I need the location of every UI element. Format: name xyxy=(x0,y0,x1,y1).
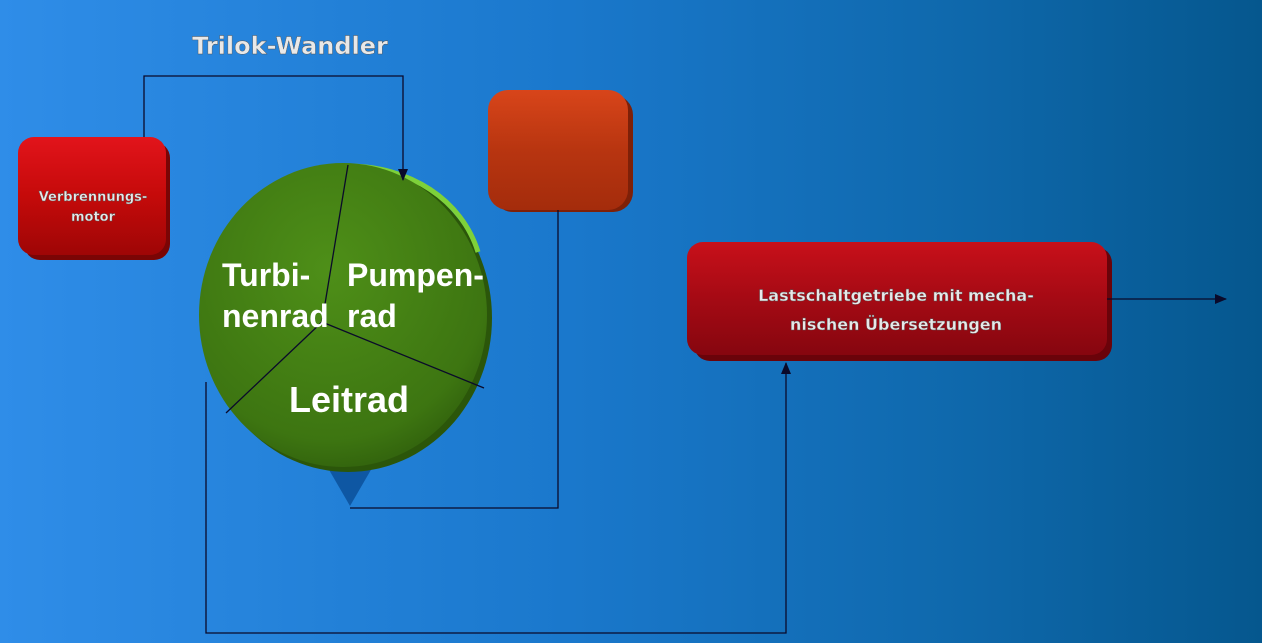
freewheel-block-face xyxy=(488,90,628,210)
freewheel-block xyxy=(488,90,633,212)
turbine-label-line1: Turbi- xyxy=(222,257,310,293)
connector-freewheel-to-stator xyxy=(350,210,559,509)
engine-block-face xyxy=(18,137,166,255)
turbine-label-line2: nenrad xyxy=(222,298,329,334)
stator-marker-triangle xyxy=(328,468,372,506)
diagram-title: Trilok-Wandler xyxy=(192,32,388,60)
connector-turbine-to-gearbox xyxy=(205,362,791,634)
engine-label-line2: motor xyxy=(71,210,116,225)
torque-converter-wheel: Turbi- nenrad Pumpen- rad Leitrad xyxy=(199,163,492,472)
divider-turbine-pump xyxy=(321,164,349,323)
connector-engine-to-pump xyxy=(143,75,408,181)
gearbox-block: Lastschaltgetriebe mit mecha- nischen Üb… xyxy=(687,242,1112,361)
engine-label-line1: Verbrennungs- xyxy=(39,190,148,205)
stator-label: Leitrad xyxy=(289,379,409,420)
gearbox-block-face xyxy=(687,242,1107,355)
divider-pump-stator xyxy=(321,321,485,389)
divider-turbine-stator xyxy=(225,321,323,414)
pump-label-line2: rad xyxy=(347,298,397,334)
gearbox-label-line1: Lastschaltgetriebe mit mecha- xyxy=(758,286,1034,305)
wheel-face xyxy=(199,163,487,467)
engine-block: Verbrennungs- motor xyxy=(18,137,170,260)
pump-label-line1: Pumpen- xyxy=(347,257,484,293)
gearbox-label-line2: nischen Übersetzungen xyxy=(790,315,1002,334)
